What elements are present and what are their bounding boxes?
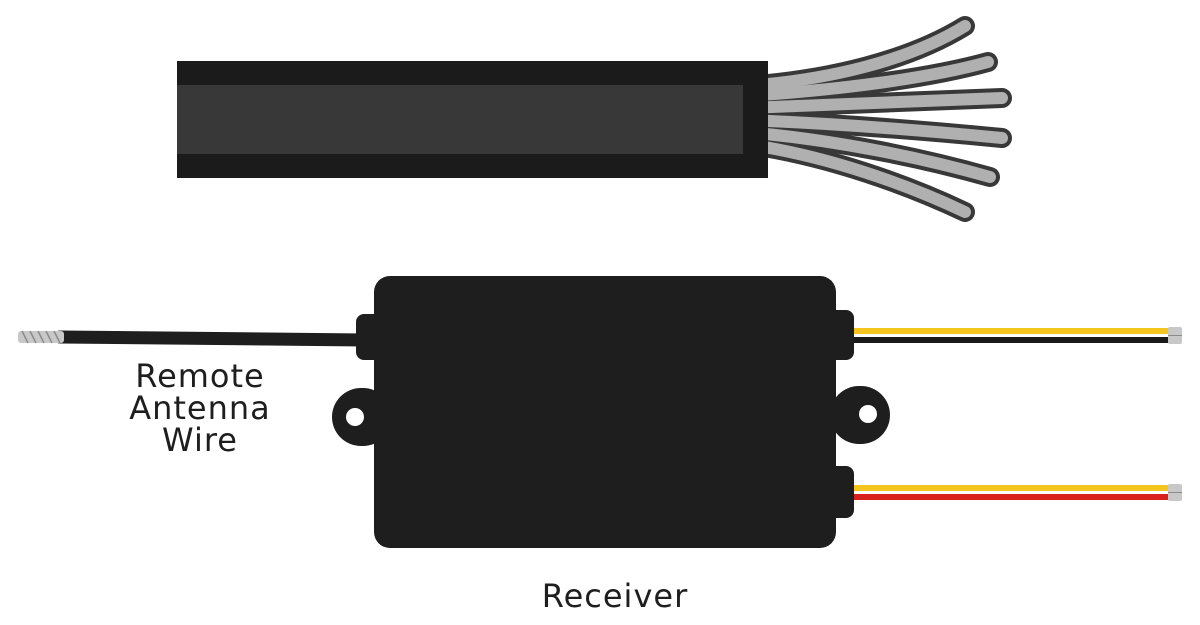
cable-strand-4 xyxy=(739,114,1008,144)
receiver-right-mounting-hole xyxy=(859,405,877,423)
cable-bundle xyxy=(177,16,1012,222)
antenna-label-line-3: Wire xyxy=(162,421,238,459)
antenna-wire-tip xyxy=(18,330,64,344)
cable-strand-2 xyxy=(739,56,994,102)
antenna-label-line-2: Antenna xyxy=(129,389,271,427)
wire-yellow-top xyxy=(850,328,1170,334)
receiver-body xyxy=(374,276,836,548)
receiver-left-mounting-hole xyxy=(346,408,364,426)
receiver-output-grommet-bottom xyxy=(826,466,854,518)
wire-black-top xyxy=(850,337,1170,343)
cable-sheen xyxy=(177,85,743,154)
receiver-label: Receiver xyxy=(541,577,689,615)
cable-strands xyxy=(735,16,1012,222)
cable-strand-1 xyxy=(739,20,971,92)
cable-strand-5 xyxy=(739,126,996,183)
antenna-label-line-1: Remote xyxy=(135,357,265,395)
antenna-wire-cable xyxy=(53,330,372,347)
cable-strand-6 xyxy=(739,138,971,218)
cable-strand-3 xyxy=(739,92,1008,114)
output-wires-bottom xyxy=(850,484,1182,501)
antenna-wire xyxy=(18,330,372,347)
receiver xyxy=(332,276,890,548)
output-wires-top xyxy=(850,327,1182,344)
receiver-output-grommet-top xyxy=(826,310,854,360)
wire-yellow-bottom xyxy=(850,485,1170,491)
receiver-antenna-grommet xyxy=(356,314,386,360)
wire-red-bottom xyxy=(850,494,1170,500)
antenna-label: Remote Antenna Wire xyxy=(110,360,290,456)
